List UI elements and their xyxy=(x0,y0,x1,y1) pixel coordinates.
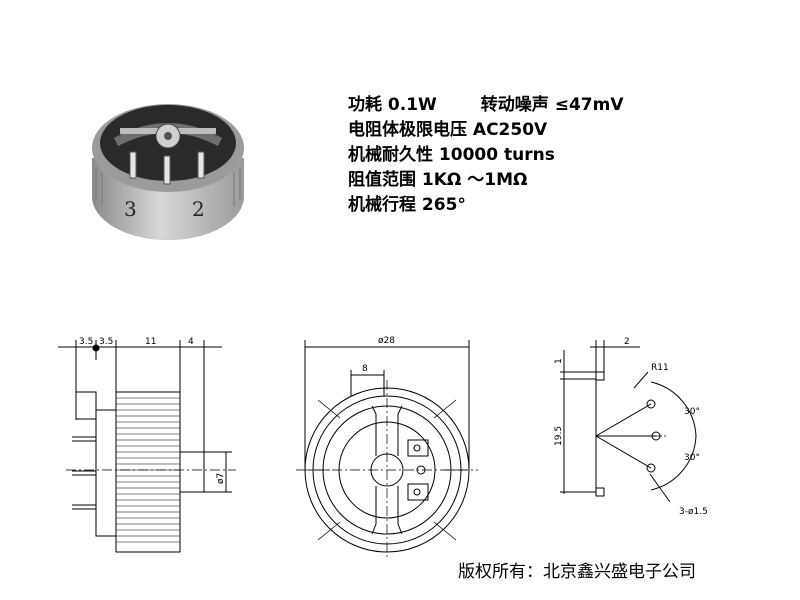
pin-dim-small: 1 xyxy=(554,358,564,364)
side-view-drawing xyxy=(58,340,236,553)
spec-noise: 转动噪声 ≤47mV xyxy=(480,95,624,115)
pin-view-drawing xyxy=(560,340,697,503)
pin-radius: R11 xyxy=(651,363,669,373)
spec-line-power-noise: 功耗 0.1W 转动噪声 ≤47mV xyxy=(348,93,624,118)
pin-height: 19.5 xyxy=(554,426,564,446)
pin-angle-bottom: 30° xyxy=(684,453,700,463)
spec-travel: 机械行程 265° xyxy=(348,195,466,215)
pin-dim-top: 2 xyxy=(624,337,630,347)
spec-list: 功耗 0.1W 转动噪声 ≤47mV 电阻体极限电压 AC250V 机械耐久性 1… xyxy=(348,93,624,218)
pin-angle-top: 30° xyxy=(684,407,700,417)
spec-voltage: 电阻体极限电压 AC250V xyxy=(348,120,548,140)
spec-resistance-range: 阻值范围 1KΩ ～1MΩ xyxy=(348,170,528,190)
side-dim-d: 4 xyxy=(188,337,194,347)
side-dim-b: 3.5 xyxy=(99,337,113,347)
product-photo: 3 2 xyxy=(92,104,244,240)
front-view-drawing xyxy=(296,340,478,560)
side-dim-a: 3.5 xyxy=(79,337,93,347)
dial-number-2: 2 xyxy=(192,197,205,221)
copyright-notice: 版权所有：北京鑫兴盛电子公司 xyxy=(458,562,696,582)
dial-number-3: 3 xyxy=(124,197,137,221)
spec-power: 功耗 0.1W xyxy=(348,95,437,115)
side-shaft-dia: ø7 xyxy=(216,473,226,484)
spec-durability: 机械耐久性 10000 turns xyxy=(348,145,555,165)
front-slot-width: 8 xyxy=(362,364,368,374)
side-dim-c: 11 xyxy=(145,337,156,347)
front-outer-dia: ø28 xyxy=(378,336,395,346)
pin-holes: 3-ø1.5 xyxy=(679,507,708,517)
